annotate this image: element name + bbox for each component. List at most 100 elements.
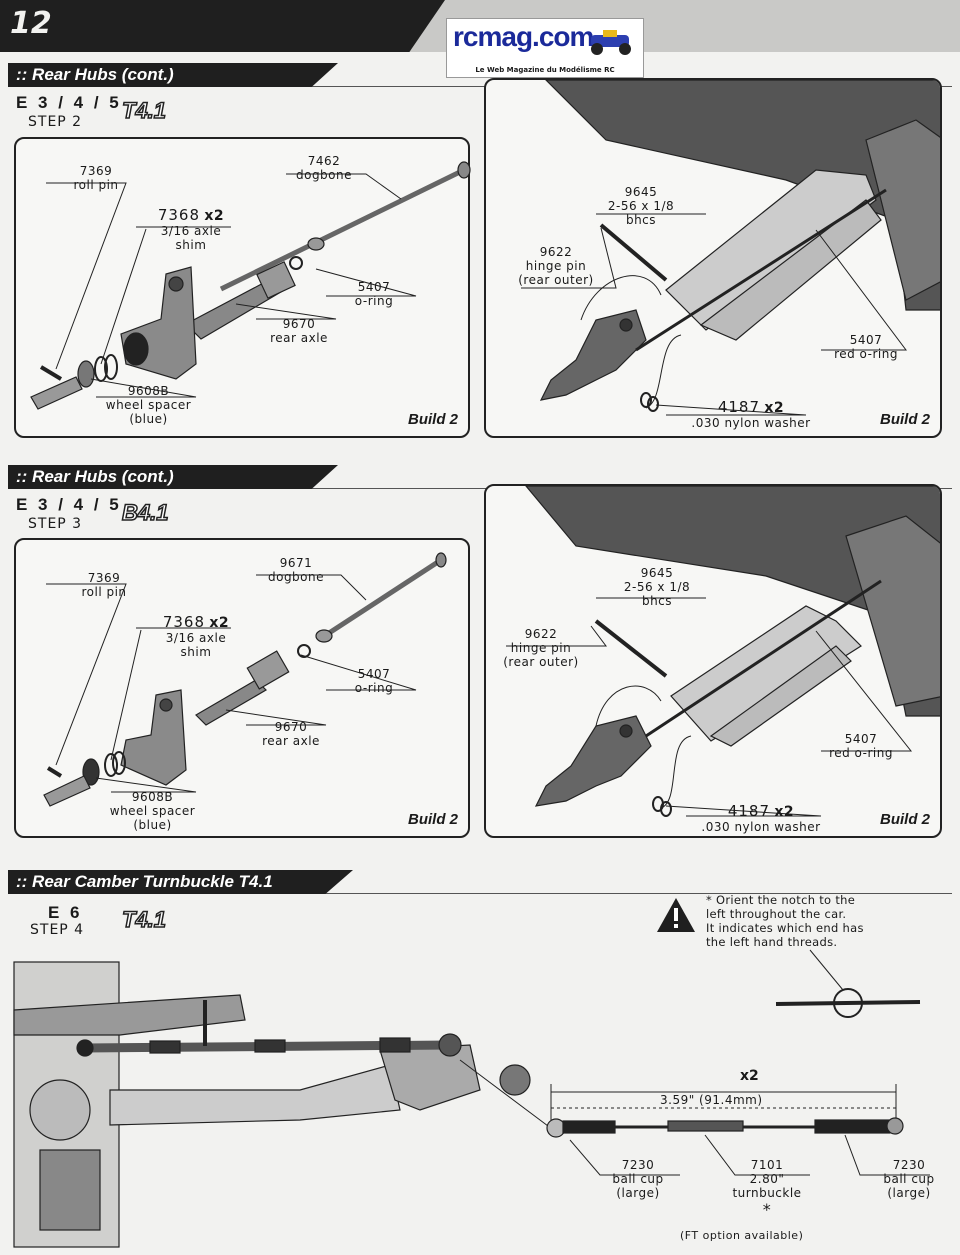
part-callout: 9670 rear axle [251, 720, 331, 748]
part-number: 7230 [892, 1158, 926, 1172]
model-badge: T4.1 [121, 97, 167, 124]
section-title: :: Rear Hubs (cont.) [16, 467, 174, 486]
part-number: 7368 [157, 206, 201, 224]
part-description: roll pin [73, 178, 119, 192]
part-callout: 4187 x2 .030 nylon washer [681, 398, 821, 430]
part-description: turnbuckle [732, 1186, 802, 1200]
part-description: shim [180, 645, 212, 659]
part-number: 9645 [640, 566, 674, 580]
part-number: 5407 [844, 732, 878, 746]
model-badge: B4.1 [121, 499, 169, 526]
quantity: x2 [204, 208, 225, 224]
part-description: dogbone [267, 570, 325, 584]
part-description: 3/16 axle [165, 631, 227, 645]
section-title: :: Rear Camber Turnbuckle T4.1 [16, 872, 273, 891]
part-callout: 9645 2-56 x 1/8 bhcs [602, 566, 712, 608]
exploded-view-drawing [30, 161, 471, 410]
part-number: 7369 [79, 164, 113, 178]
part-callout: 7462 dogbone [284, 154, 364, 182]
part-description: red o-ring [834, 347, 898, 361]
page-number: 12 [10, 6, 52, 41]
assembly-view-drawing [506, 486, 940, 817]
part-callout: 5407 o-ring [334, 667, 414, 695]
part-number: 7230 [621, 1158, 655, 1172]
part-description: rear axle [262, 734, 320, 748]
part-callout: 7101 2.80" turnbuckle * [722, 1158, 812, 1219]
exploded-view-drawing [43, 552, 447, 807]
section-title-bar: :: Rear Hubs (cont.) [8, 465, 338, 489]
exploded-view-panel: 7369 roll pin 7368 x2 3/16 axle shim 746… [14, 137, 471, 438]
build-label: Build 2 [879, 411, 930, 428]
part-number: 9622 [524, 627, 558, 641]
part-callout: 7230 ball cup (large) [598, 1158, 678, 1200]
part-callout: 7368 x2 3/16 axle shim [136, 206, 246, 252]
part-callout: 4187 x2 .030 nylon washer [691, 802, 831, 834]
quantity: x2 [764, 400, 785, 416]
part-description: (blue) [129, 412, 168, 426]
part-number: 9670 [274, 720, 308, 734]
part-description: wheel spacer [109, 804, 196, 818]
note-line: It indicates which end has [706, 921, 864, 935]
part-description: (rear outer) [518, 273, 594, 287]
part-description: o-ring [354, 681, 394, 695]
note-line: left throughout the car. [706, 907, 847, 921]
part-description: 2.80" [749, 1172, 785, 1186]
part-number: 9608B [131, 790, 174, 804]
part-description: 3/16 axle [160, 224, 222, 238]
part-description: rear axle [270, 331, 328, 345]
step-label: STEP 2 [28, 114, 83, 130]
part-number: 5407 [849, 333, 883, 347]
part-description: (blue) [133, 818, 172, 832]
part-callout: 9670 rear axle [259, 317, 339, 345]
overall-length: 3.59" (91.4mm) [660, 1093, 763, 1107]
part-number: 9608B [127, 384, 170, 398]
quantity: x2 [774, 804, 795, 820]
part-callout: 9645 2-56 x 1/8 bhcs [586, 185, 696, 227]
part-description: .030 nylon washer [691, 416, 811, 430]
part-description: red o-ring [829, 746, 893, 760]
part-description: bhcs [625, 213, 657, 227]
part-number: 9645 [624, 185, 658, 199]
part-number: 4187 [727, 802, 771, 820]
part-description: roll pin [81, 585, 127, 599]
footnote-mark: * [762, 1200, 772, 1219]
step-code: E 6 [48, 903, 83, 922]
build-label: Build 2 [407, 411, 458, 428]
part-callout: 9608B wheel spacer (blue) [100, 790, 205, 832]
part-description: ball cup [612, 1172, 664, 1186]
part-callout: 5407 red o-ring [821, 333, 911, 361]
logo-title: rcmag.com [453, 21, 594, 52]
part-description: hinge pin [525, 259, 587, 273]
part-description: (large) [616, 1186, 660, 1200]
camber-link-drawing [13, 949, 930, 1248]
part-description: 2-56 x 1/8 [623, 580, 691, 594]
part-callout: 5407 red o-ring [816, 732, 906, 760]
part-number: 7101 [750, 1158, 784, 1172]
part-callout: 9622 hinge pin (rear outer) [491, 627, 591, 669]
part-description: shim [175, 238, 207, 252]
part-description: .030 nylon washer [701, 820, 821, 834]
note-line: * Orient the notch to the [706, 893, 856, 907]
orientation-note: * Orient the notch to the left throughou… [706, 893, 864, 949]
assembly-view-drawing [521, 80, 940, 416]
part-number: 7368 [162, 613, 206, 631]
part-description: o-ring [354, 294, 394, 308]
build-label: Build 2 [407, 811, 458, 828]
quantity: x2 [209, 615, 230, 631]
section-divider [8, 488, 952, 489]
car-icon [591, 30, 631, 55]
part-number: 7369 [87, 571, 121, 585]
quantity: x2 [740, 1068, 759, 1084]
warning-icon [657, 898, 695, 932]
step-code: E 3 / 4 / 5 [16, 93, 122, 112]
part-number: 9622 [539, 245, 573, 259]
step-label: STEP 3 [28, 516, 83, 532]
rcmag-logo: rcmag.com Le Web Magazine du Modélisme R… [446, 18, 644, 78]
step-label: STEP 4 [30, 922, 85, 938]
part-description: bhcs [641, 594, 673, 608]
part-description: dogbone [295, 168, 353, 182]
build-label: Build 2 [879, 811, 930, 828]
part-number: 5407 [357, 280, 391, 294]
part-number: 5407 [357, 667, 391, 681]
part-callout: 9608B wheel spacer (blue) [96, 384, 201, 426]
